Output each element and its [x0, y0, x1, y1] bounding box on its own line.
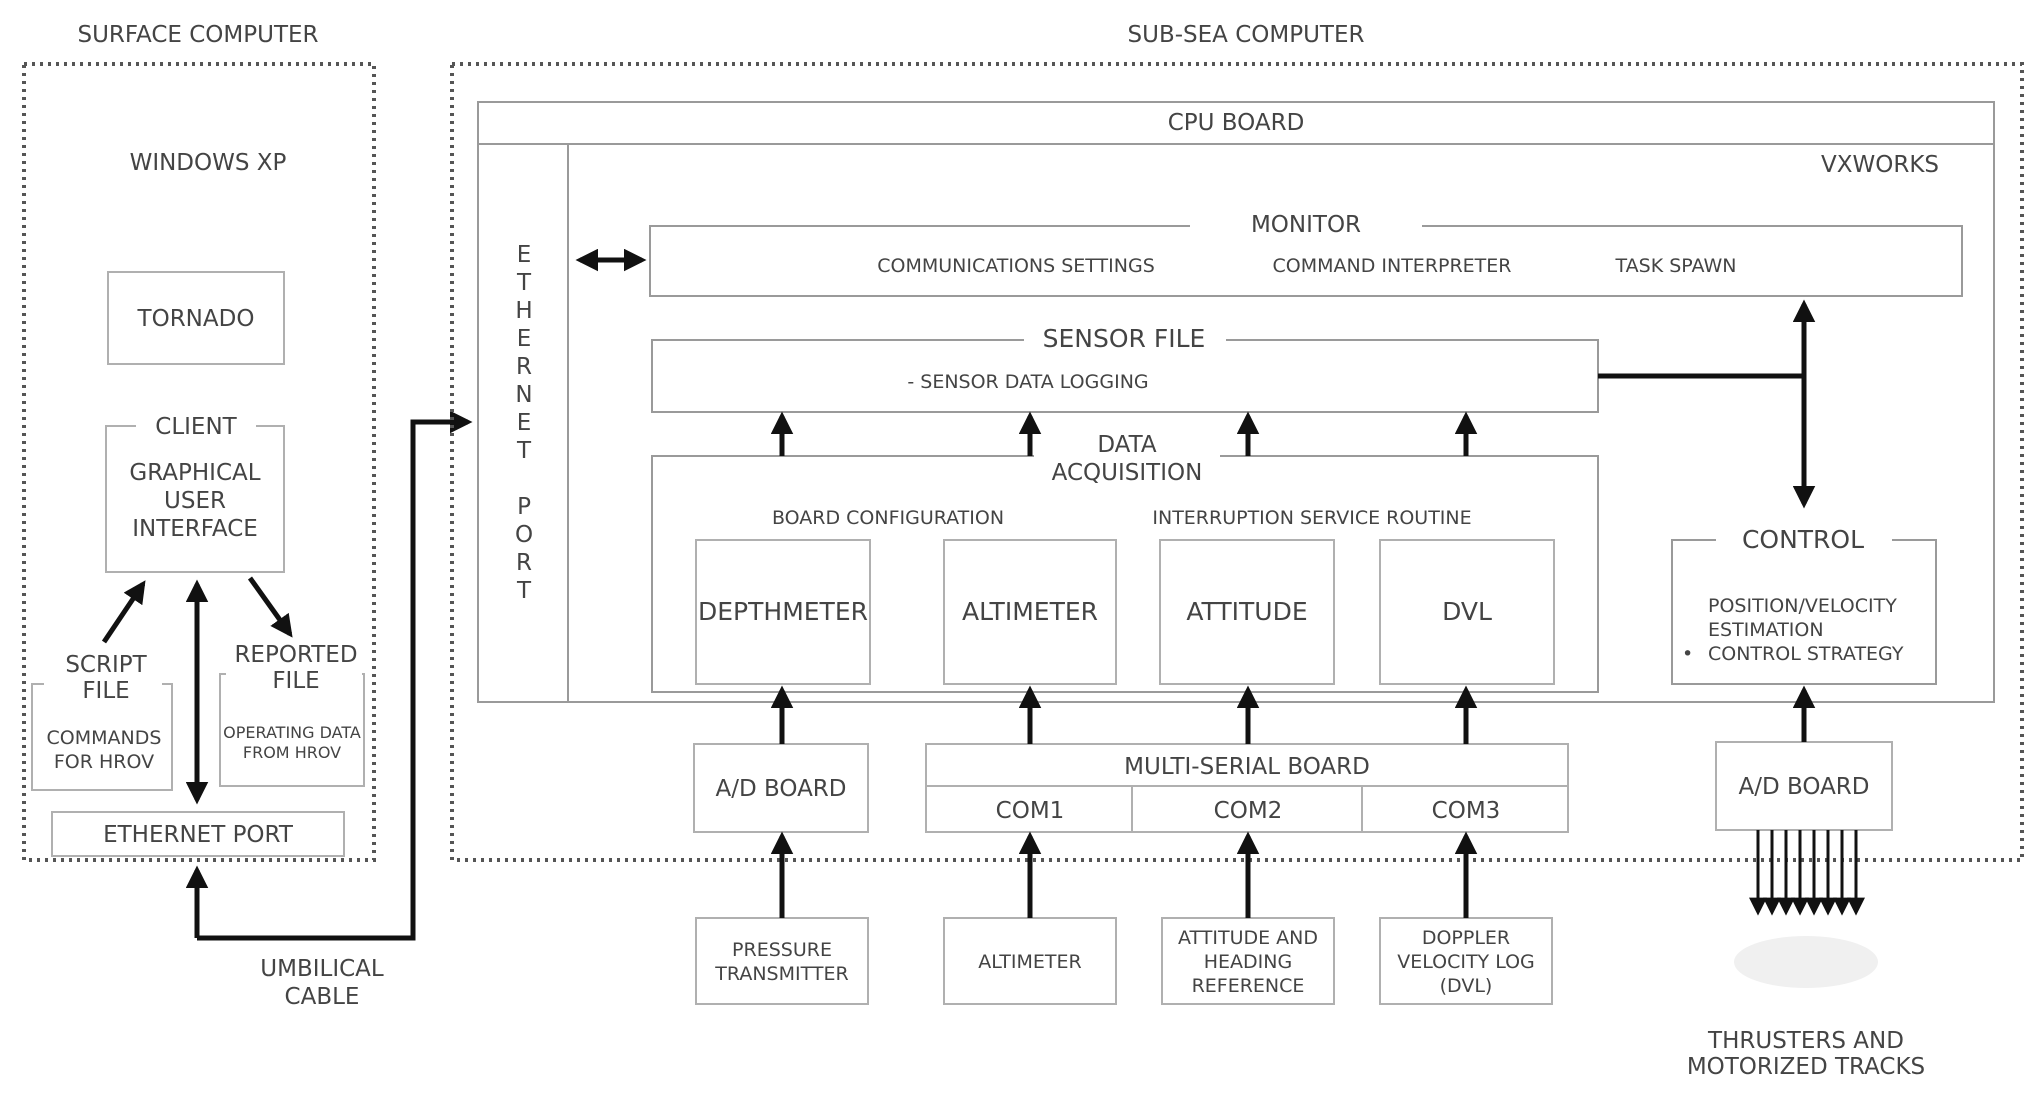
task-attitude-label: ATTITUDE	[1186, 597, 1307, 626]
eth-letter: H	[515, 298, 532, 324]
script-desc-1: COMMANDS	[47, 727, 162, 749]
eth-letter: T	[516, 270, 532, 296]
subsea-computer-frame	[450, 62, 2024, 862]
ad-board-left-box	[693, 743, 869, 833]
eth-letter: E	[517, 410, 532, 436]
data-acquisition-title-2: ACQUISITION	[1052, 460, 1203, 486]
com1-label: COM1	[996, 798, 1065, 824]
sensor-ahrs-label-1: ATTITUDE AND	[1178, 927, 1318, 949]
surface-os-label: WINDOWS XP	[130, 150, 287, 176]
sensor-altimeter-label: ALTIMETER	[978, 951, 1081, 973]
monitor-title: MONITOR	[1251, 212, 1361, 238]
multi-serial-board-box	[925, 743, 1569, 833]
thrusters-label-1: THRUSTERS AND	[1707, 1028, 1904, 1054]
thrusters-blur	[1734, 936, 1878, 988]
cpu-board-label: CPU BOARD	[1168, 110, 1305, 136]
task-depthmeter-box	[695, 539, 871, 685]
com3-label: COM3	[1432, 798, 1501, 824]
sensor-pressure-label-2: TRANSMITTER	[714, 963, 848, 985]
reported-desc-2: FROM HROV	[243, 743, 341, 762]
sensor-dvl-label-2: VELOCITY LOG	[1397, 951, 1535, 973]
umbilical-label-2: CABLE	[285, 984, 360, 1010]
ad-board-right-label: A/D BOARD	[1738, 774, 1869, 800]
task-dvl-label: DVL	[1442, 597, 1492, 626]
sensor-dvl-label-1: DOPPLER	[1422, 927, 1510, 949]
control-title: CONTROL	[1742, 525, 1864, 554]
control-item-3: CONTROL STRATEGY	[1708, 643, 1904, 665]
umbilical-cable-line	[197, 410, 473, 941]
eth-letter: P	[517, 494, 531, 520]
surface-ethernet-port-box	[51, 811, 345, 857]
eth-letter: O	[515, 522, 533, 548]
script-desc-2: FOR HROV	[54, 751, 154, 773]
arrow-script-to-gui	[101, 580, 146, 644]
eth-letter: E	[517, 326, 532, 352]
sensor-pressure-label-1: PRESSURE	[732, 939, 832, 961]
ad-board-right-box	[1715, 741, 1893, 831]
reported-desc-1: OPERATING DATA	[223, 723, 361, 742]
control-box	[1671, 539, 1937, 685]
sensor-ahrs-label-2: HEADING	[1204, 951, 1292, 973]
sensor-ahrs-label-3: REFERENCE	[1192, 975, 1305, 997]
eth-letter: T	[516, 578, 532, 604]
sensor-pressure-box	[695, 917, 869, 1005]
client-box	[105, 425, 285, 573]
tornado-label: TORNADO	[137, 306, 255, 332]
eth-letter: R	[516, 550, 532, 576]
task-depthmeter-label: DEPTHMETER	[698, 597, 868, 626]
thruster-output-arrows	[1749, 830, 1865, 916]
surface-ethernet-port-label: ETHERNET PORT	[103, 822, 294, 848]
data-acquisition-title-1: DATA	[1097, 432, 1157, 458]
eth-letter: T	[516, 438, 532, 464]
script-file-label-1: SCRIPT	[65, 652, 147, 678]
sensor-ahrs-box	[1161, 917, 1335, 1005]
sensor-file-item: - SENSOR DATA LOGGING	[907, 371, 1148, 393]
gui-label-1: GRAPHICAL	[129, 460, 260, 486]
multi-serial-board-label: MULTI-SERIAL BOARD	[1124, 754, 1370, 780]
control-item-1: POSITION/VELOCITY	[1708, 595, 1897, 617]
monitor-item-interpreter: COMMAND INTERPRETER	[1273, 255, 1512, 277]
reported-file-label-1: REPORTED	[234, 642, 357, 668]
sensor-file-box	[651, 339, 1599, 413]
umbilical-label-1: UMBILICAL	[260, 956, 384, 982]
task-altimeter-label: ALTIMETER	[962, 597, 1098, 626]
subsea-ethernet-port-vertical: E T H E R N E T P O R T	[515, 242, 533, 604]
eth-letter: E	[517, 242, 532, 268]
tornado-box	[107, 271, 285, 365]
task-dvl-box	[1379, 539, 1555, 685]
task-altimeter-box	[943, 539, 1117, 685]
surface-computer-title: SURFACE COMPUTER	[77, 22, 318, 48]
monitor-item-comms: COMMUNICATIONS SETTINGS	[877, 255, 1155, 277]
sensor-dvl-label-3: (DVL)	[1440, 975, 1493, 997]
board-configuration-label: BOARD CONFIGURATION	[772, 507, 1004, 529]
ad-board-left-label: A/D BOARD	[715, 776, 846, 802]
control-bullet: •	[1682, 643, 1693, 665]
isr-label: INTERRUPTION SERVICE ROUTINE	[1152, 507, 1471, 529]
gui-label-3: INTERFACE	[132, 516, 258, 542]
monitor-item-task-spawn: TASK SPAWN	[1615, 255, 1737, 277]
eth-letter: R	[516, 354, 532, 380]
surface-computer-frame	[22, 62, 376, 862]
com2-label: COM2	[1214, 798, 1283, 824]
client-label: CLIENT	[155, 414, 237, 440]
eth-letter: N	[515, 382, 532, 408]
script-file-label-2: FILE	[82, 678, 129, 704]
subsea-computer-title: SUB-SEA COMPUTER	[1128, 22, 1365, 48]
control-item-2: ESTIMATION	[1708, 619, 1824, 641]
sensor-dvl-box	[1379, 917, 1553, 1005]
subsea-os-label: VXWORKS	[1821, 152, 1939, 178]
sensor-file-title: SENSOR FILE	[1043, 324, 1206, 353]
thrusters-label-2: MOTORIZED TRACKS	[1687, 1054, 1925, 1080]
reported-file-label-2: FILE	[272, 668, 319, 694]
arrow-gui-to-reported	[247, 576, 293, 638]
gui-label-2: USER	[164, 488, 226, 514]
task-attitude-box	[1159, 539, 1335, 685]
